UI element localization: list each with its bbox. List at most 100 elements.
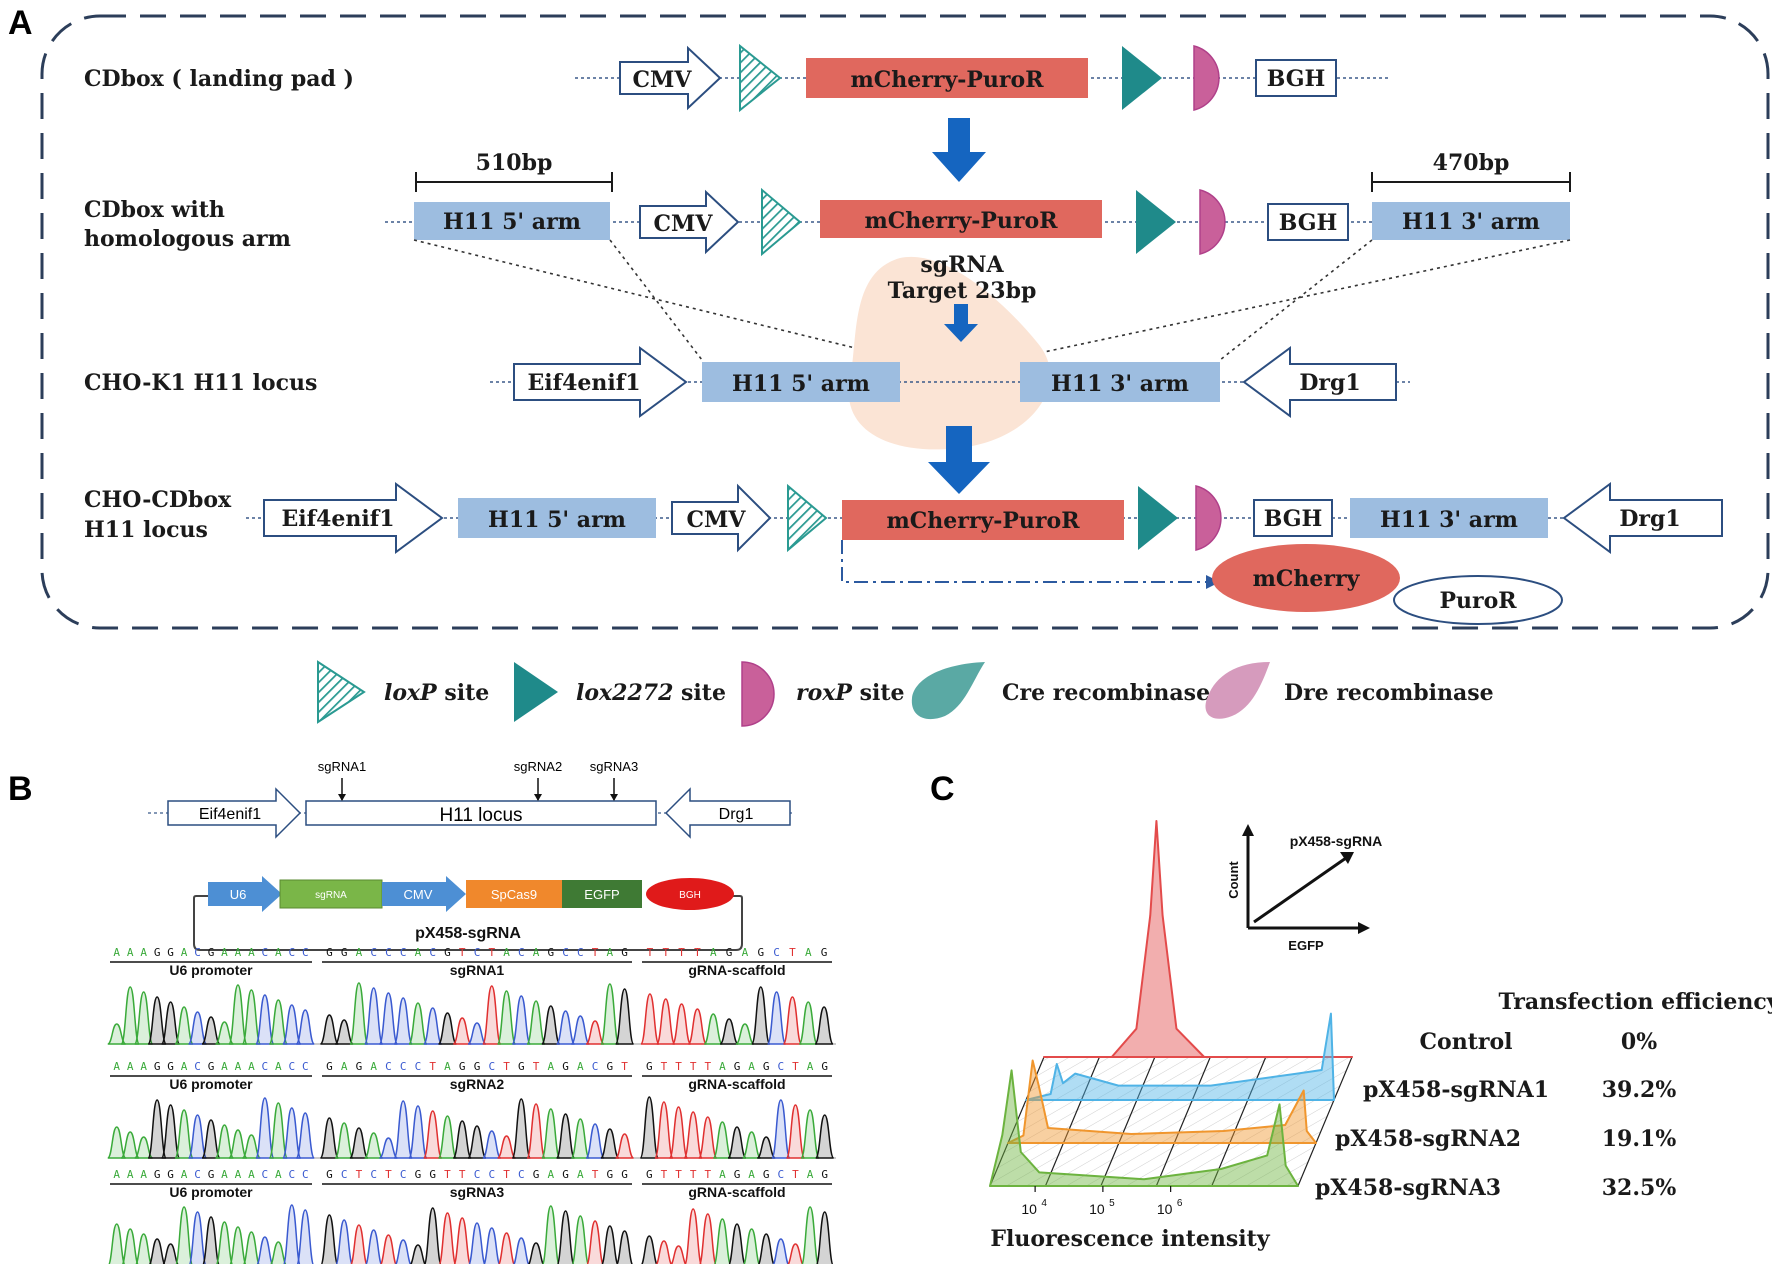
b-trace-base: A [356, 946, 363, 959]
b-trace-base: A [742, 946, 749, 959]
b-sgrna2-arrowhead [534, 794, 542, 801]
row2-mcherry-puror-box [820, 200, 1102, 238]
b-sgrna2-label: sgRNA2 [514, 759, 562, 774]
b-trace-base: T [704, 1060, 711, 1073]
b-trace-base: T [661, 1060, 668, 1073]
b-trace-base: T [356, 1168, 363, 1181]
b-trace-base: C [429, 946, 436, 959]
row1-mcherry-puror-label: mCherry-PuroR [851, 67, 1045, 93]
b-trace-peak [483, 1227, 500, 1264]
homology-line-3-inner [1219, 239, 1373, 361]
row4-label-line1: CHO-CDbox [84, 487, 232, 513]
b-trace-base: G [459, 1060, 466, 1073]
b-trace-base: A [235, 1168, 242, 1181]
b-trace-base: T [678, 946, 685, 959]
b-trace-peak [160, 1001, 181, 1045]
b-sgrna-box-label: sgRNA [315, 890, 347, 901]
b-trace-peak [380, 1234, 397, 1264]
b-trace-peak [615, 1133, 635, 1159]
b-trace-base: A [248, 946, 255, 959]
b-trace-peak [601, 1225, 619, 1264]
b-trace-base: G [154, 1060, 161, 1073]
b-trace-base: A [221, 1060, 228, 1073]
b-trace-peak [482, 1130, 502, 1159]
b-trace-peak [542, 1205, 560, 1264]
b-trace-peak [408, 1002, 428, 1045]
b-trace-base: A [113, 1168, 120, 1181]
b-trace-base: G [208, 1060, 215, 1073]
c-x-tick-label: 10 [1157, 1201, 1173, 1217]
b-trace-base: T [621, 1060, 628, 1073]
b-trace-peak [202, 1216, 220, 1264]
b-trace-base: C [288, 946, 295, 959]
b-trace-peak [243, 1231, 260, 1264]
b-drg1-label: Drg1 [719, 806, 754, 823]
b-trace-peak [801, 1206, 819, 1264]
b-trace-peak [134, 1136, 154, 1159]
row4-label-line2: H11 locus [84, 517, 208, 543]
c-floor-decade-line [1155, 1056, 1211, 1187]
b-trace-base: G [646, 1168, 653, 1181]
b-trace-base: G [208, 1168, 215, 1181]
b-trace-peak [782, 996, 803, 1045]
b-plasmid-name: pX458-sgRNA [415, 925, 521, 942]
row1-cmv-label: CMV [633, 67, 693, 93]
b-trace-peak [743, 1228, 760, 1264]
b-trace-base: T [459, 1168, 466, 1181]
b-trace-base: C [778, 1168, 785, 1181]
b-u6-label: U6 [230, 887, 247, 902]
b-trace-base: A [341, 1060, 348, 1073]
b-egfp-label: EGFP [584, 887, 619, 902]
row1-mcherry-puror-box [806, 58, 1088, 98]
b-trace-base: G [167, 946, 174, 959]
b-trace-peak [147, 996, 167, 1045]
b-trace-base: C [518, 946, 525, 959]
c-series-efficiency-4: 32.5% [1602, 1175, 1677, 1201]
inset-diagonal-arrow [1253, 856, 1347, 924]
b-trace-base: A [710, 946, 717, 959]
row2-label-line2: homologous arm [84, 226, 291, 252]
row4-mcherry-puror-label: mCherry-PuroR [887, 508, 1081, 534]
b-trace-base: G [518, 1060, 525, 1073]
b-trace-peak [712, 1121, 733, 1159]
b-trace-base: G [154, 1168, 161, 1181]
b-sgrna1-label: sgRNA1 [318, 759, 366, 774]
b-trace-peak [719, 1018, 739, 1045]
b-trace-peak [334, 1019, 354, 1045]
b-trace-base: A [140, 946, 147, 959]
b-trace-peak [571, 1215, 589, 1264]
c-series-efficiency-3: 19.1% [1602, 1126, 1677, 1152]
inset-count-label: Count [1226, 861, 1241, 899]
b-trace-base: T [690, 1168, 697, 1181]
b-trace-peak [758, 1233, 775, 1264]
b-trace-peak [215, 1021, 234, 1045]
b-trace-base: C [488, 1168, 495, 1181]
legend-dre-icon [1205, 662, 1270, 719]
b-trace-segment-label: U6 promoter [169, 962, 253, 978]
b-trace-base: C [194, 946, 201, 959]
b-trace-peak [570, 1118, 591, 1159]
b-trace-peak [699, 1213, 717, 1264]
b-trace-segment-label: U6 promoter [169, 1184, 253, 1200]
legend-lox2272-rest: site [673, 680, 726, 706]
b-trace-base: C [194, 1168, 201, 1181]
row1-bgh-label: BGH [1267, 66, 1326, 92]
row3-drg1-arrow [1242, 346, 1397, 418]
b-trace-peak [541, 1005, 561, 1045]
c-series-name-4: pX458-sgRNA3 [1315, 1175, 1501, 1201]
homology-line-5-inner [609, 239, 703, 361]
row4-h11-3arm-label: H11 3' arm [1380, 507, 1518, 533]
row4-eif4enif1-arrow [263, 482, 444, 554]
c-x-tick-label: 10 [1021, 1201, 1037, 1217]
b-trace-base: G [621, 1168, 628, 1181]
b-egfp-box [562, 880, 642, 908]
legend-roxp-italic: roxP [796, 680, 853, 706]
row1-label: CDbox ( landing pad ) [84, 66, 354, 92]
c-floor-decade-line [1100, 1056, 1156, 1187]
b-sgrna-box [279, 879, 383, 909]
b-trace-segment-label: sgRNA2 [450, 1076, 505, 1092]
b-trace-base: A [503, 946, 510, 959]
